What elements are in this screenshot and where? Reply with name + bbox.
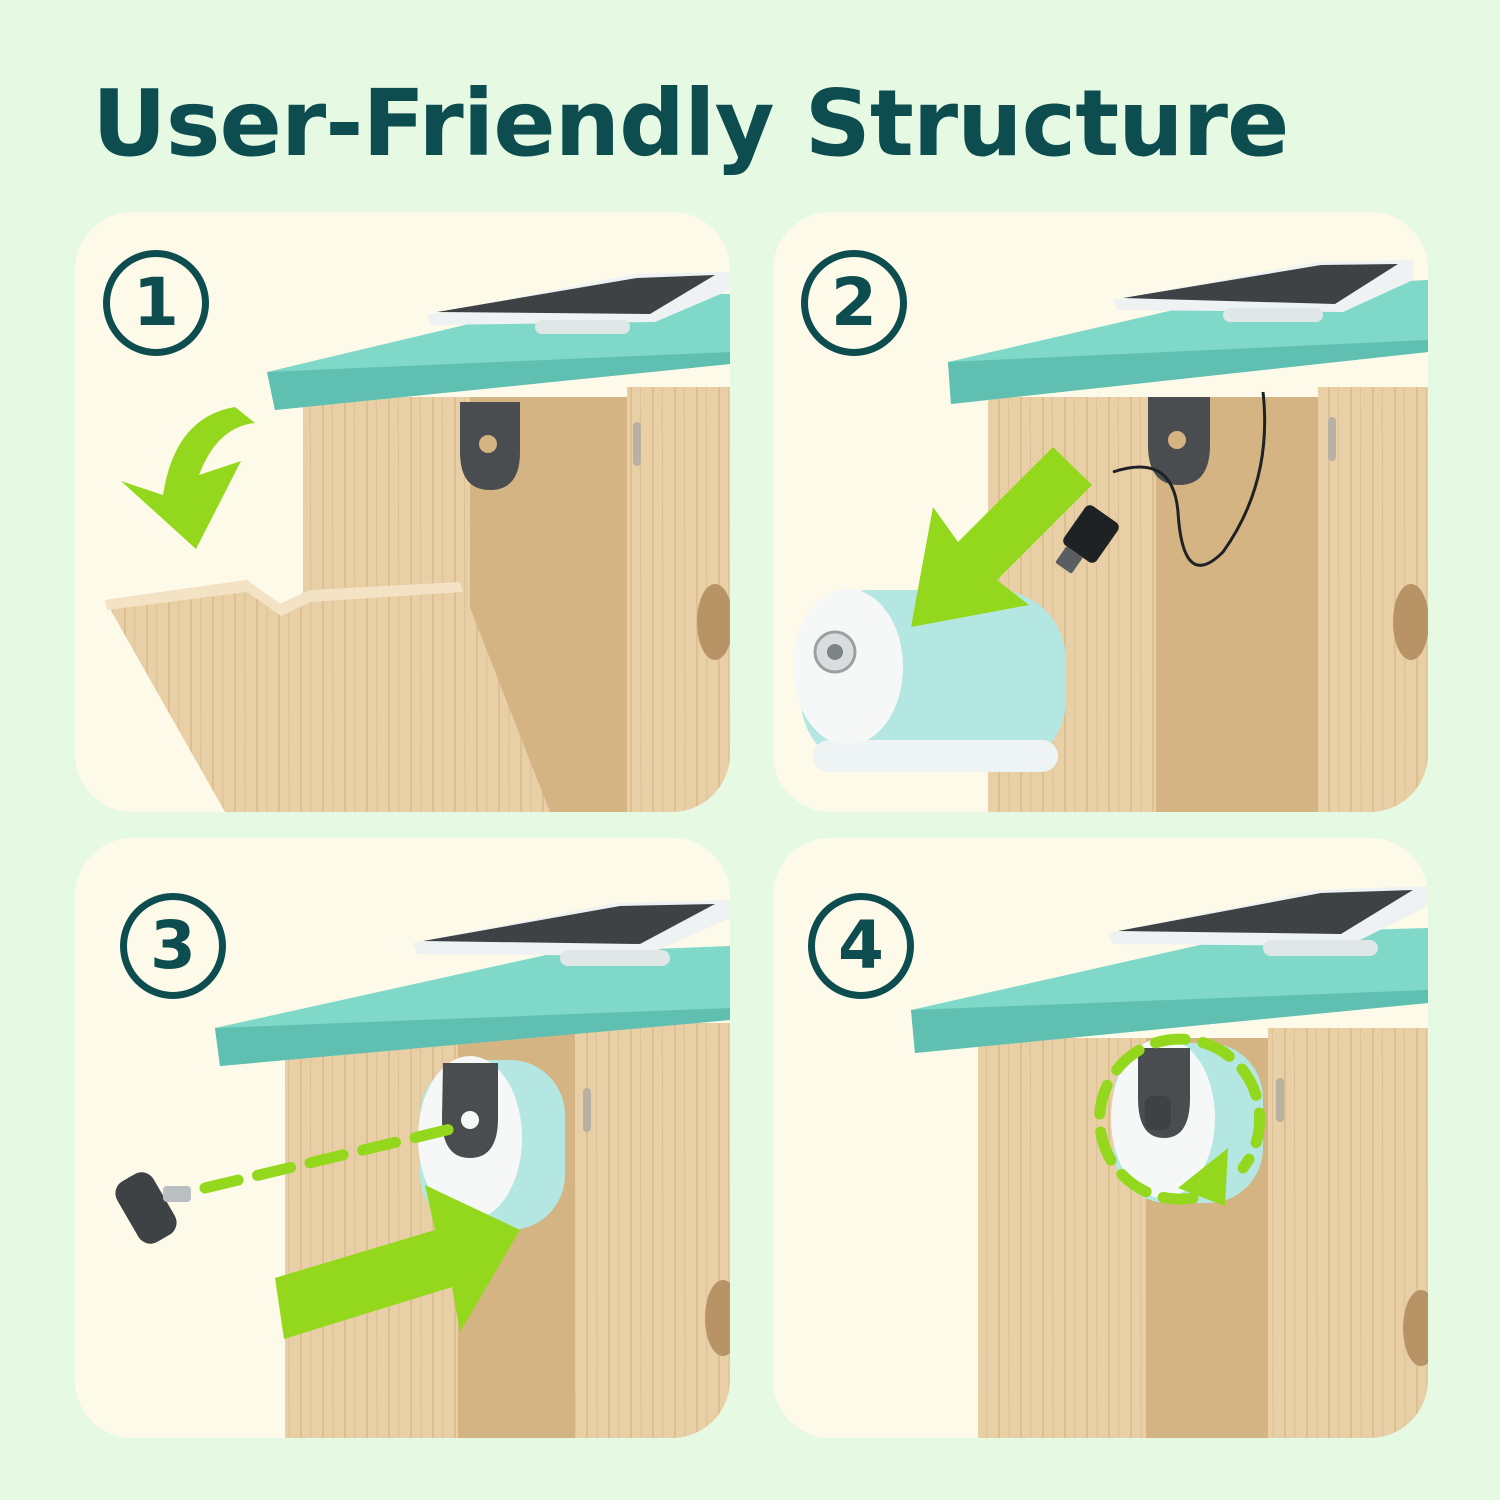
entry-hole (697, 584, 730, 660)
entry-hole (1393, 584, 1428, 660)
camera-lens-core (827, 644, 843, 660)
roof-edge (215, 1008, 730, 1066)
roof-edge (267, 352, 730, 410)
entry-hole (705, 1280, 730, 1356)
usb-tip (1055, 546, 1083, 574)
camera-base (813, 740, 1058, 772)
step-number-badge: 2 (801, 250, 907, 356)
usb-cable (1112, 391, 1267, 567)
solar-cells (1123, 264, 1398, 304)
step-number-badge: 1 (103, 250, 209, 356)
bracket-slot (461, 1111, 479, 1129)
birdhouse-side-wall (1268, 1028, 1428, 1438)
step-panel-4: 4 (773, 838, 1428, 1438)
solar-stand (1263, 940, 1378, 956)
page-title: User-Friendly Structure (92, 70, 1289, 177)
insert-arrow-icon (911, 447, 1092, 627)
roof-edge (948, 340, 1428, 404)
solar-cells (1118, 890, 1413, 934)
roof-edge (911, 990, 1428, 1053)
front-door (105, 580, 550, 812)
hinge-pin (1328, 417, 1336, 461)
mount-bracket (442, 1063, 498, 1158)
rotate-arrow-head (1178, 1148, 1228, 1206)
birdhouse-camera-insert-illustration (773, 212, 1428, 812)
bracket-slot (1168, 431, 1186, 449)
thumb-screw-head (115, 1172, 177, 1244)
solar-stand (560, 950, 670, 966)
solar-stand (535, 320, 630, 334)
step-panel-2: 2 (773, 212, 1428, 812)
entry-hole (1403, 1290, 1428, 1366)
step-panel-1: 1 (75, 212, 730, 812)
solar-cells (423, 904, 715, 944)
door-edge (105, 580, 463, 616)
solar-stand (1223, 308, 1323, 322)
birdhouse-screw-illustration (75, 838, 730, 1438)
hinge-pin (583, 1088, 591, 1132)
usb-plug (1063, 505, 1119, 563)
solar-cells (437, 275, 715, 314)
birdhouse-rotate-illustration (773, 838, 1428, 1438)
birdhouse-door-illustration (75, 212, 730, 812)
step-number-badge: 4 (808, 893, 914, 999)
thumb-screw-head (1145, 1096, 1171, 1130)
step-number-badge: 3 (120, 893, 226, 999)
tilt-down-arrow-icon (121, 407, 255, 549)
hinge-pin (1276, 1078, 1284, 1122)
step-panel-3: 3 (75, 838, 730, 1438)
insert-path-dashed-icon (199, 1122, 461, 1194)
birdhouse-side-wall (575, 1023, 730, 1438)
push-arrow-icon (275, 1185, 520, 1339)
rotate-arrow-icon (1094, 1033, 1266, 1205)
thumb-screw-shaft (163, 1186, 191, 1202)
hinge-pin (633, 422, 641, 466)
bracket-slot (479, 435, 497, 453)
